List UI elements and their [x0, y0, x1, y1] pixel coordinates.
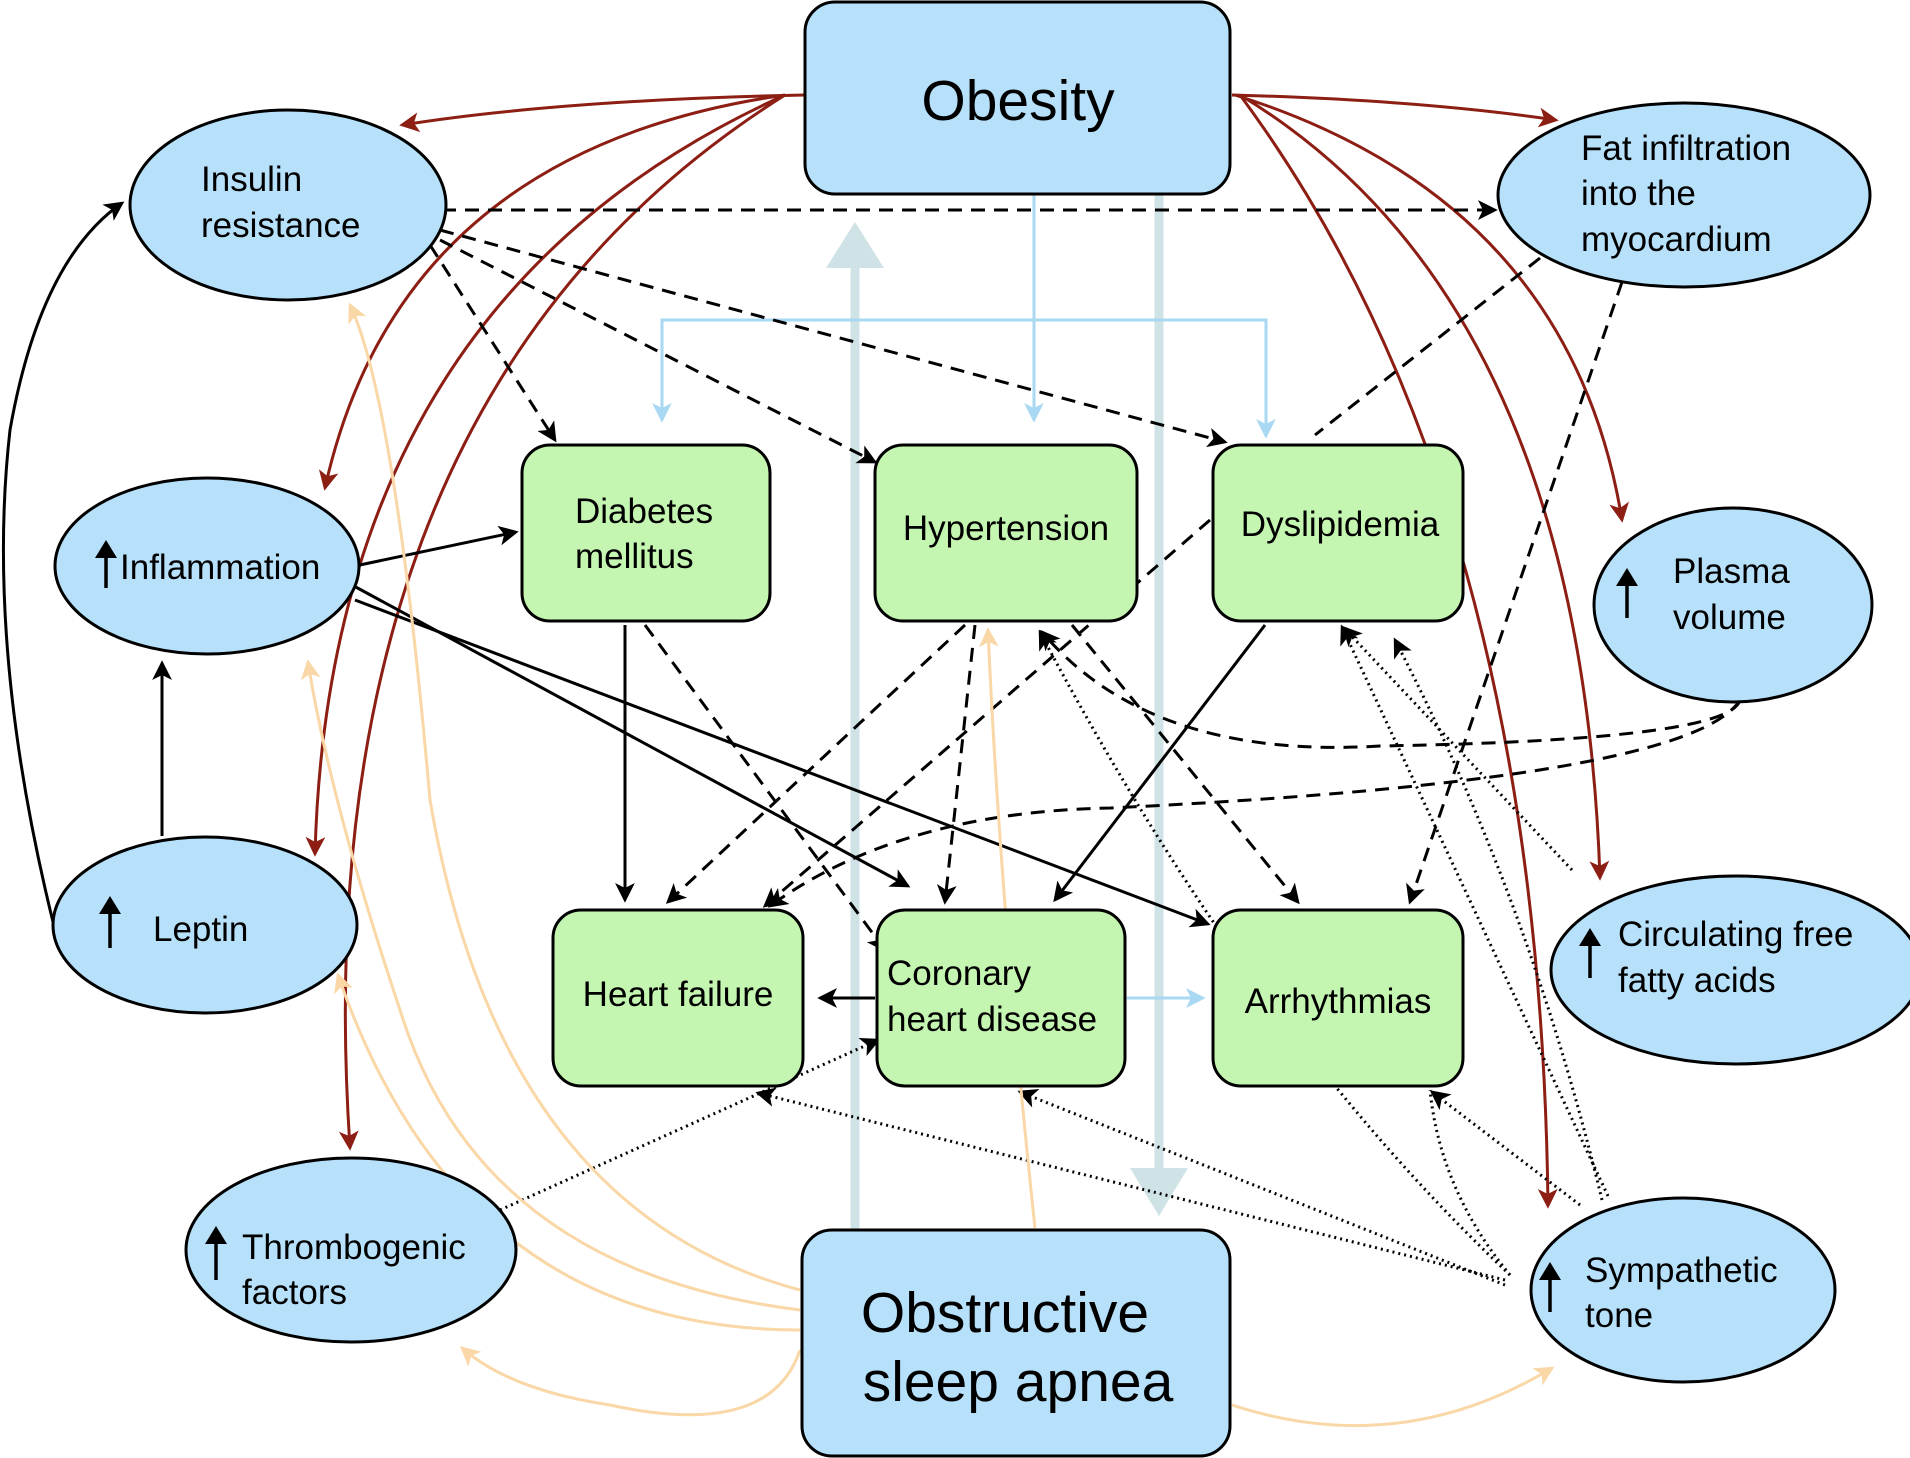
up-arrow-icon — [95, 540, 117, 588]
node-sympathetic-tone: Sympathetic tone — [1529, 1196, 1837, 1384]
svg-text:Dyslipidemia: Dyslipidemia — [1241, 505, 1440, 544]
heart-failure-label: Heart failure — [583, 975, 774, 1014]
osa-label-line1: Obstructive — [861, 1281, 1149, 1345]
chd-label-line2: heart disease — [887, 1000, 1097, 1039]
fat-label-line1: Fat infiltration — [1581, 129, 1791, 168]
node-obstructive-sleep-apnea: Obstructive sleep apnea — [800, 1228, 1232, 1458]
node-heart-failure: Heart failure — [551, 908, 805, 1088]
plasma-label-line2: volume — [1673, 598, 1786, 637]
obesity-label: Obesity — [921, 69, 1115, 133]
svg-text:myocardium: myocardium — [1581, 220, 1772, 259]
black-dashed-arrows — [428, 200, 1742, 953]
svg-text:Heart failure: Heart failure — [583, 975, 774, 1014]
up-arrow-icon — [205, 1226, 227, 1280]
osa-label-line2: sleep apnea — [863, 1350, 1174, 1414]
svg-text:factors: factors — [242, 1273, 347, 1312]
up-arrow-icon — [1539, 1262, 1561, 1312]
node-diabetes-mellitus: Diabetes mellitus — [520, 443, 772, 623]
svg-text:sleep apnea: sleep apnea — [863, 1350, 1174, 1414]
svg-text:volume: volume — [1673, 598, 1786, 637]
up-arrow-icon — [1579, 928, 1601, 978]
chd-label-line1: Coronary — [887, 954, 1031, 993]
up-arrow-icon — [1616, 568, 1638, 618]
svg-text:Sympathetic: Sympathetic — [1585, 1251, 1778, 1290]
svg-text:Fat infiltration: Fat infiltration — [1581, 129, 1791, 168]
node-obesity: Obesity — [803, 0, 1232, 196]
svg-text:fatty acids: fatty acids — [1618, 961, 1776, 1000]
insulin-label-line2: resistance — [201, 206, 361, 245]
node-plasma-volume: Plasma volume — [1592, 506, 1874, 704]
svg-text:Arrhythmias: Arrhythmias — [1245, 982, 1432, 1021]
node-hypertension: Hypertension — [873, 443, 1139, 623]
svg-text:Coronary: Coronary — [887, 954, 1031, 993]
sympathetic-label-line2: tone — [1585, 1296, 1653, 1335]
svg-text:Obstructive: Obstructive — [861, 1281, 1149, 1345]
greyblue-arrowhead-up — [826, 222, 884, 268]
thrombo-label-line1: Thrombogenic — [242, 1228, 466, 1267]
diabetes-label-line1: Diabetes — [575, 492, 713, 531]
node-thrombogenic-factors: Thrombogenic factors — [184, 1156, 518, 1344]
lightblue-arrows — [652, 195, 1276, 1008]
svg-text:Hypertension: Hypertension — [903, 509, 1109, 548]
svg-text:mellitus: mellitus — [575, 537, 694, 576]
node-arrhythmias: Arrhythmias — [1211, 908, 1465, 1088]
svg-text:Plasma: Plasma — [1673, 552, 1790, 591]
svg-text:Diabetes: Diabetes — [575, 492, 713, 531]
hypertension-label: Hypertension — [903, 509, 1109, 548]
svg-text:Obesity: Obesity — [921, 69, 1115, 133]
node-insulin-resistance: Insulin resistance — [128, 108, 448, 302]
ffa-label-line2: fatty acids — [1618, 961, 1776, 1000]
fat-label-line3: myocardium — [1581, 220, 1772, 259]
greyblue-arrowhead-down — [1130, 1168, 1188, 1216]
leptin-label: Leptin — [153, 910, 248, 949]
svg-text:Insulin: Insulin — [201, 160, 302, 199]
obesity-osa-links — [826, 195, 1188, 1230]
svg-text:into the: into the — [1581, 174, 1696, 213]
svg-text:Leptin: Leptin — [153, 910, 248, 949]
black-solid-arrows — [1, 201, 1267, 1008]
svg-text:heart disease: heart disease — [887, 1000, 1097, 1039]
svg-text:Inflammation: Inflammation — [120, 548, 320, 587]
svg-text:tone: tone — [1585, 1296, 1653, 1335]
node-leptin: Leptin — [51, 835, 359, 1015]
node-fat-infiltration: Fat infiltration into the myocardium — [1496, 101, 1872, 289]
svg-text:resistance: resistance — [201, 206, 361, 245]
up-arrow-icon — [99, 896, 121, 948]
diabetes-label-line2: mellitus — [575, 537, 694, 576]
svg-text:Circulating free: Circulating free — [1618, 915, 1853, 954]
node-coronary-heart-disease: Coronary heart disease — [875, 908, 1127, 1088]
dyslipidemia-label: Dyslipidemia — [1241, 505, 1440, 544]
sympathetic-label-line1: Sympathetic — [1585, 1251, 1778, 1290]
black-dotted-arrows — [499, 624, 1610, 1287]
fat-label-line2: into the — [1581, 174, 1696, 213]
plasma-label-line1: Plasma — [1673, 552, 1790, 591]
node-inflammation: Inflammation — [53, 476, 361, 656]
node-circulating-ffa: Circulating free fatty acids — [1549, 874, 1910, 1066]
svg-text:Thrombogenic: Thrombogenic — [242, 1228, 466, 1267]
node-dyslipidemia: Dyslipidemia — [1211, 443, 1465, 623]
ffa-label-line1: Circulating free — [1618, 915, 1853, 954]
thrombo-label-line2: factors — [242, 1273, 347, 1312]
inflammation-label: Inflammation — [120, 548, 320, 587]
insulin-label-line1: Insulin — [201, 160, 302, 199]
arrhythmias-label: Arrhythmias — [1245, 982, 1432, 1021]
